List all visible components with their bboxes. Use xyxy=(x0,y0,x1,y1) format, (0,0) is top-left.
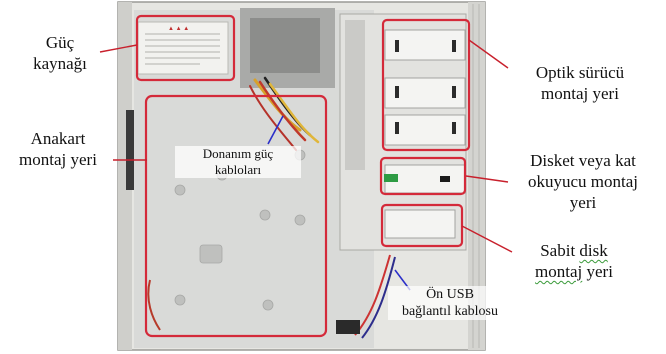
label-hdd-line2: montaj yeri xyxy=(504,261,644,282)
label-hdd-word-sabit: Sabit xyxy=(540,241,579,260)
svg-text:▲ ▲ ▲: ▲ ▲ ▲ xyxy=(168,26,189,32)
label-motherboard-line1: Anakart xyxy=(0,128,116,149)
label-motherboard-mount: Anakart montaj yeri xyxy=(0,128,116,170)
label-power-supply: Güç kaynağı xyxy=(18,32,102,74)
label-power-supply-line1: Güç xyxy=(18,32,102,53)
label-usb-line2: bağlantıl kablosu xyxy=(388,303,512,320)
label-usb-line1: Ön USB xyxy=(388,286,512,303)
label-hard-disk-mount: Sabit disk montaj yeri xyxy=(504,240,644,282)
label-optical-line1: Optik sürücü xyxy=(500,62,660,83)
label-floppy-reader-mount: Disket veya kat okuyucu montaj yeri xyxy=(500,150,666,213)
label-floppy-line2: okuyucu montaj xyxy=(500,171,666,192)
label-hdd-word-montaj: montaj xyxy=(535,262,582,281)
label-cables-line2: kabloları xyxy=(175,162,301,178)
label-front-usb-cable: Ön USB bağlantıl kablosu xyxy=(388,286,512,320)
label-hardware-power-cables: Donanım güç kabloları xyxy=(175,146,301,178)
label-optical-drive-mount: Optik sürücü montaj yeri xyxy=(500,62,660,104)
label-hdd-word-yeri: yeri xyxy=(582,262,613,281)
label-power-supply-line2: kaynağı xyxy=(18,53,102,74)
label-hdd-word-disk: disk xyxy=(579,241,607,260)
label-cables-line1: Donanım güç xyxy=(175,146,301,162)
label-floppy-line3: yeri xyxy=(500,192,666,213)
label-motherboard-line2: montaj yeri xyxy=(0,149,116,170)
label-hdd-line1: Sabit disk xyxy=(504,240,644,261)
label-optical-line2: montaj yeri xyxy=(500,83,660,104)
label-floppy-line1: Disket veya kat xyxy=(500,150,666,171)
